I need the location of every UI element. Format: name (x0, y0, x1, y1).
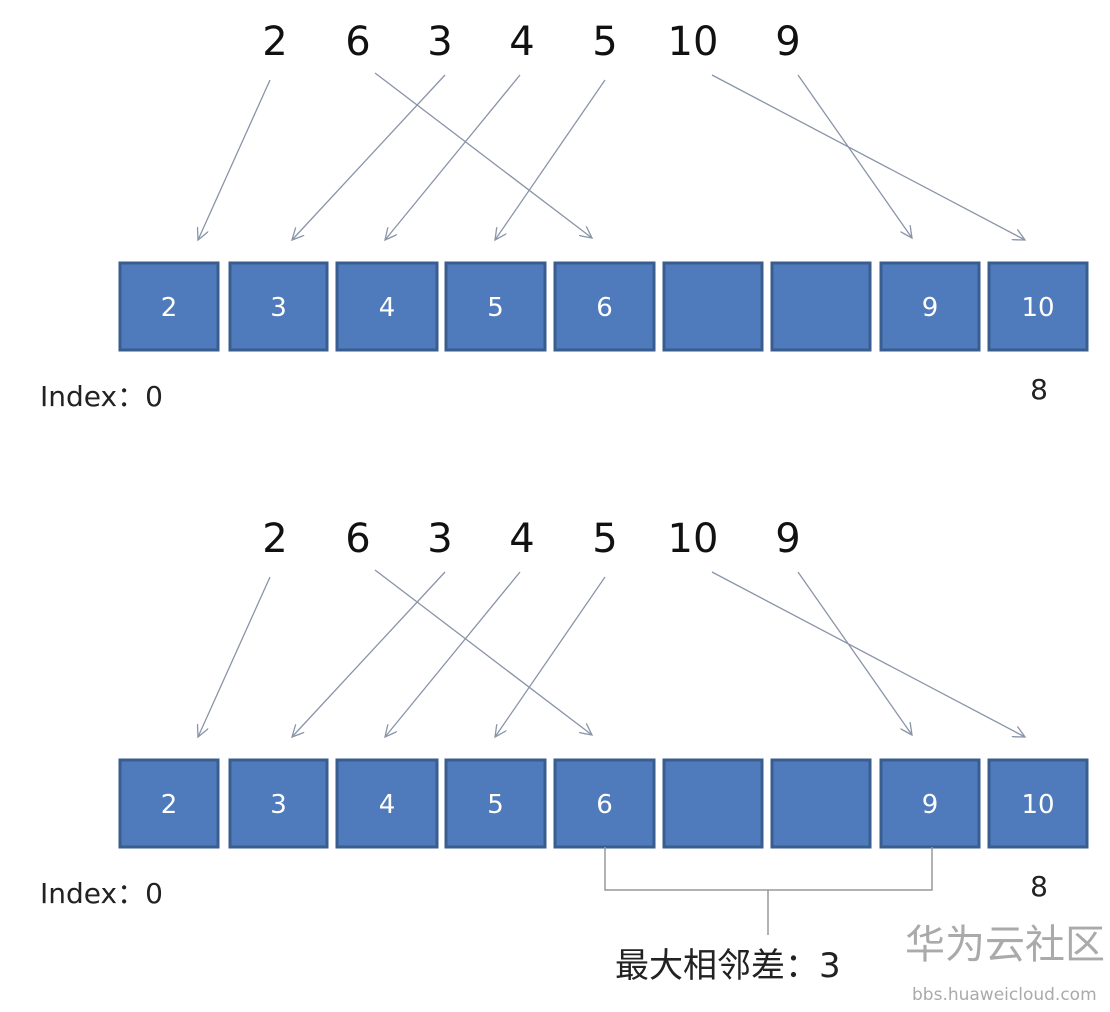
bucket-box (662, 758, 764, 849)
bucket-value: 10 (1021, 293, 1054, 323)
bucket-value: 5 (487, 293, 504, 323)
watermark-url: bbs.huaweicloud.com (912, 985, 1097, 1005)
bucket-value: 5 (487, 790, 504, 820)
input-number: 10 (668, 19, 719, 65)
input-number: 4 (509, 19, 534, 65)
mapping-arrow (711, 571, 1025, 737)
bucket-box (987, 758, 1089, 849)
input-number: 5 (592, 19, 617, 65)
bucket-value: 4 (379, 293, 396, 323)
bucket-value: 2 (161, 293, 178, 323)
bucket-box (228, 261, 329, 352)
input-number: 2 (262, 516, 287, 562)
bucket-value: 3 (270, 293, 287, 323)
mapping-arrow (385, 74, 521, 240)
input-number: 3 (427, 19, 452, 65)
bucket-box (444, 758, 547, 849)
mapping-arrow (198, 79, 271, 240)
input-number: 6 (345, 516, 370, 562)
mapping-arrow (797, 74, 912, 238)
index-start-label: Index：0 (40, 380, 163, 413)
input-number: 9 (775, 19, 800, 65)
mapping-arrow (495, 79, 606, 240)
mapping-arrow (495, 576, 606, 737)
bucket-value: 6 (596, 790, 613, 820)
bucket-value: 6 (596, 293, 613, 323)
input-number: 6 (345, 19, 370, 65)
mapping-arrow (385, 571, 521, 737)
bucket-box (553, 758, 656, 849)
mapping-arrow (711, 74, 1025, 240)
bucket-value: 9 (922, 790, 939, 820)
bucket-value: 10 (1021, 790, 1054, 820)
bucket-box (118, 758, 220, 849)
bucket-value: 4 (379, 790, 396, 820)
watermark-title: 华为云社区 (905, 922, 1105, 968)
bucket-value: 9 (922, 293, 939, 323)
bucket-box (444, 261, 547, 352)
input-number: 5 (592, 516, 617, 562)
bucket-box (987, 261, 1089, 352)
input-number: 4 (509, 516, 534, 562)
input-number: 3 (427, 516, 452, 562)
bucket-box (335, 758, 439, 849)
bucket-box (879, 758, 981, 849)
bucket-box (662, 261, 764, 352)
index-start-label: Index：0 (40, 877, 163, 910)
mapping-arrow (292, 571, 446, 737)
bucket-box (770, 261, 872, 352)
bucket-box (879, 261, 981, 352)
mapping-arrow (374, 569, 592, 735)
index-end-label: 8 (1030, 373, 1048, 406)
index-end-label: 8 (1030, 870, 1048, 903)
bucket-box (228, 758, 329, 849)
input-number: 9 (775, 516, 800, 562)
max-gap-label: 最大相邻差：3 (615, 946, 841, 986)
bucket-box (770, 758, 872, 849)
gap-bracket (604, 847, 933, 935)
bucket-value: 2 (161, 790, 178, 820)
bucket-box (118, 261, 220, 352)
mapping-arrow (797, 571, 912, 735)
bucket-value: 3 (270, 790, 287, 820)
input-number: 2 (262, 19, 287, 65)
mapping-arrow (374, 72, 592, 238)
bucket-box (553, 261, 656, 352)
mapping-arrow (292, 74, 446, 240)
mapping-arrow (198, 576, 271, 737)
input-number: 10 (668, 516, 719, 562)
bucket-box (335, 261, 439, 352)
